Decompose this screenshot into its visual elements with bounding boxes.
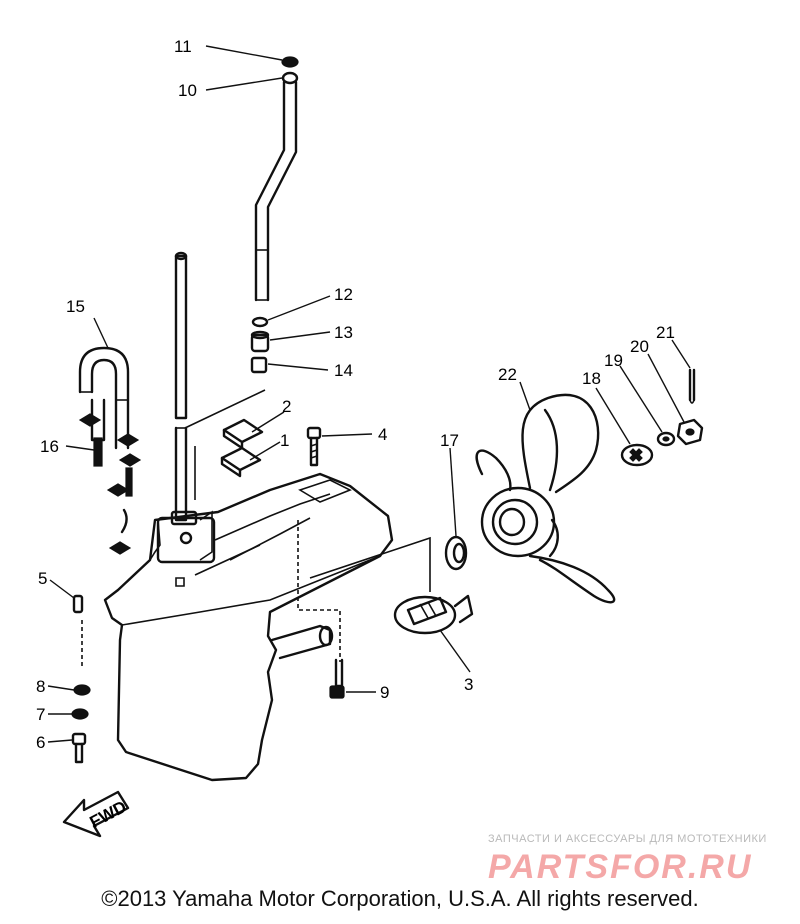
thrust-washer — [444, 535, 468, 571]
shift-rod — [254, 56, 299, 302]
callout-14: 14 — [334, 361, 353, 380]
drive-shaft — [174, 251, 188, 522]
callout-22: 22 — [498, 365, 517, 384]
callout-10: 10 — [178, 81, 197, 100]
callout-3: 3 — [464, 675, 473, 694]
bolt-4 — [306, 426, 322, 467]
callout-2: 2 — [282, 397, 291, 416]
fasteners-6-7-8 — [71, 684, 91, 764]
callout-18: 18 — [582, 369, 601, 388]
bolt-9 — [329, 658, 345, 699]
callout-1: 1 — [280, 431, 289, 450]
callout-6: 6 — [36, 733, 45, 752]
callout-20: 20 — [630, 337, 649, 356]
watermark-logo: PARTSFOR.RU — [488, 848, 752, 886]
callout-7: 7 — [36, 705, 45, 724]
propeller — [475, 393, 616, 604]
bolt-5 — [72, 594, 84, 614]
anode-trim-tab — [393, 594, 474, 635]
callout-4: 4 — [378, 425, 387, 444]
callout-5: 5 — [38, 569, 47, 588]
callout-13: 13 — [334, 323, 353, 342]
callout-16: 16 — [40, 437, 59, 456]
lower-unit-housing — [81, 389, 431, 782]
prop-hardware — [620, 368, 704, 467]
callout-numbers: 11 10 12 13 14 2 1 15 16 4 5 8 7 6 9 3 1… — [36, 37, 675, 752]
watermark: ЗАПЧАСТИ И АКСЕССУАРЫ ДЛЯ МОТОТЕХНИКИ PA… — [488, 833, 767, 886]
callout-12: 12 — [334, 285, 353, 304]
callout-17: 17 — [440, 431, 459, 450]
callout-15: 15 — [66, 297, 85, 316]
callout-9: 9 — [380, 683, 389, 702]
callout-11: 11 — [174, 37, 192, 56]
callout-19: 19 — [604, 351, 623, 370]
callout-21: 21 — [656, 323, 675, 342]
fwd-arrow-icon: FWD — [62, 790, 130, 838]
water-fittings — [78, 413, 142, 555]
watermark-tagline: ЗАПЧАСТИ И АКСЕССУАРЫ ДЛЯ МОТОТЕХНИКИ — [488, 833, 767, 845]
callout-leaders — [47, 45, 691, 743]
water-pipe — [78, 346, 130, 450]
shim-plates — [220, 418, 264, 478]
copyright-notice: ©2013 Yamaha Motor Corporation, U.S.A. A… — [101, 886, 699, 911]
shift-rod-bushings — [250, 316, 270, 374]
fwd-label: FWD — [87, 797, 130, 832]
callout-8: 8 — [36, 677, 45, 696]
